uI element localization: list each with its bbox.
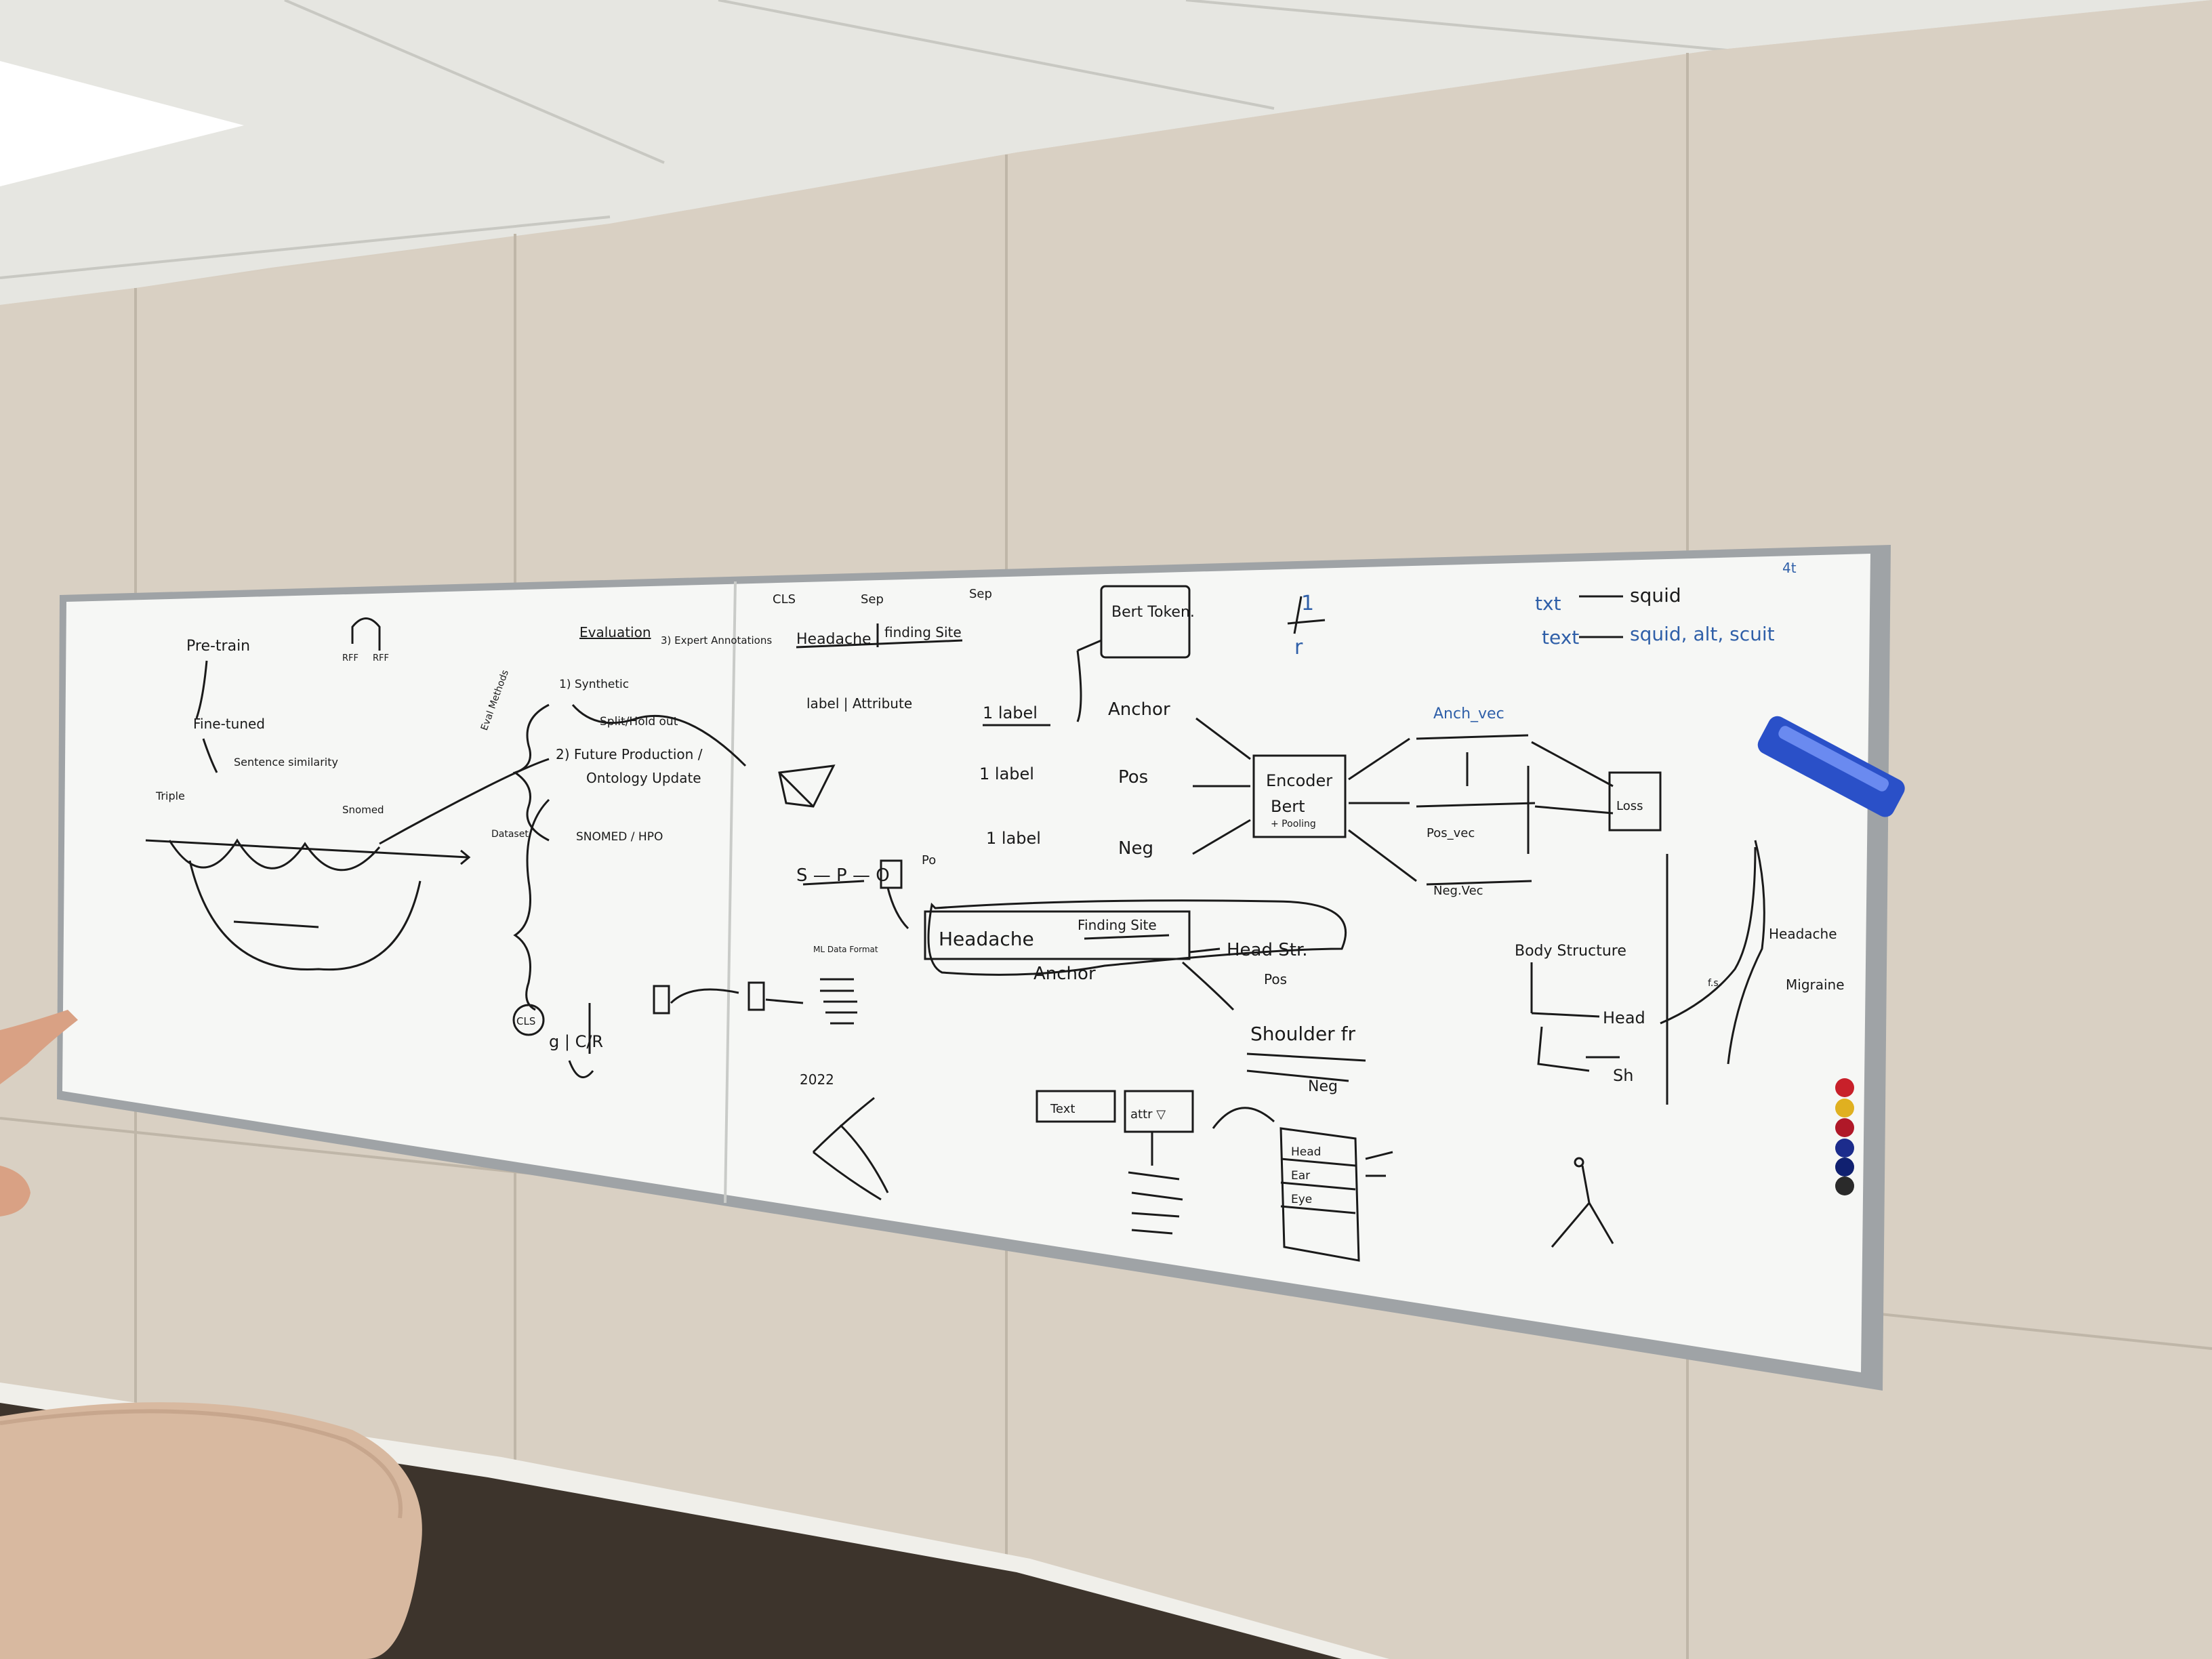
magnet-red <box>1835 1078 1854 1097</box>
evaluation-label: Evaluation <box>579 624 651 640</box>
snomed-hpo-label: SNOMED / HPO <box>576 830 663 844</box>
neg-small-label: Neg <box>1308 1078 1338 1095</box>
ceiling-light <box>0 61 244 186</box>
anch-vec-label: Anch_vec <box>1433 705 1504 722</box>
eraser-icon <box>1757 716 1905 817</box>
cls-row-label: g | C/R <box>549 1032 603 1051</box>
rff-label-b: RFF <box>373 653 389 663</box>
sep-label-2: Sep <box>969 587 992 601</box>
right-panel-text: CLS Sep Sep Headache finding Site label … <box>773 560 1845 1206</box>
synthetic-label: 1) Synthetic <box>559 678 629 691</box>
fine-tuned-label: Fine-tuned <box>193 716 265 732</box>
rff-label-a: RFF <box>342 653 359 663</box>
neg-vec-label: Neg.Vec <box>1433 884 1483 898</box>
head-short-label: Head <box>1603 1008 1645 1027</box>
spo-label: S — P — O <box>796 865 890 886</box>
left-panel-text: Pre-train RFF RFF Fine-tuned Sentence si… <box>155 624 878 1088</box>
sep-label-1: Sep <box>861 592 884 607</box>
fs-label: f.s <box>1708 978 1719 989</box>
label-row-2: 1 label <box>979 764 1034 783</box>
table-row-eye: Eye <box>1291 1193 1312 1206</box>
sentence-similarity-label: Sentence similarity <box>234 756 338 769</box>
magnet-blue <box>1835 1139 1854 1158</box>
pointing-hand <box>0 1010 78 1084</box>
pooling-label: + Pooling <box>1271 819 1316 830</box>
pos-vec-label: Pos_vec <box>1427 826 1475 840</box>
magnet-navy <box>1835 1158 1854 1176</box>
headache-label: Headache <box>796 631 872 648</box>
label-row-1: 1 label <box>983 703 1038 722</box>
ml-data-format-label: ML Data Format <box>813 945 878 954</box>
pretrain-label: Pre-train <box>186 638 250 655</box>
ottoman <box>0 1402 422 1659</box>
ontology-update-label: Ontology Update <box>586 770 701 786</box>
split-holdout-label: Split/Hold out <box>600 715 678 729</box>
bert-tokenizer-label: Bert Token. <box>1111 604 1195 621</box>
future-production-label: 2) Future Production / <box>556 746 703 762</box>
expert-annotations-label: 3) Expert Annotations <box>661 634 772 647</box>
cls-label: CLS <box>773 592 796 607</box>
anchor-label: Anchor <box>1108 699 1170 720</box>
text-label: text <box>1542 626 1579 649</box>
pos-small-label: Pos <box>1264 971 1287 987</box>
encoder-label: Encoder <box>1266 771 1332 790</box>
txt-label: txt <box>1535 592 1561 615</box>
dataset-label: Dataset <box>491 829 529 840</box>
left-panel-drawings <box>145 617 889 1201</box>
shoulder-label: Shoulder fr <box>1250 1023 1355 1045</box>
anchor-below-label: Anchor <box>1033 964 1096 984</box>
ceiling <box>0 0 2212 305</box>
headache-right-label: Headache <box>1769 926 1837 942</box>
sh-short-label: Sh <box>1613 1066 1633 1085</box>
snomed-top-label: Snomed <box>342 804 384 816</box>
table-row-ear: Ear <box>1291 1169 1310 1183</box>
hand-lower <box>0 1166 30 1216</box>
year-label: 2022 <box>800 1071 834 1088</box>
fraction-numerator: 1 <box>1301 592 1314 615</box>
finding-site-box-label: Finding Site <box>1078 917 1157 933</box>
loss-label: Loss <box>1616 799 1643 813</box>
whiteboard-seam <box>724 581 737 1204</box>
body-structure-label: Body Structure <box>1515 943 1626 960</box>
headache-box-label: Headache <box>939 928 1034 950</box>
magnet-red-2 <box>1835 1118 1854 1137</box>
corner-note-label: 4t <box>1782 560 1797 576</box>
fraction-denominator: r <box>1294 636 1303 659</box>
cls-circle-label: CLS <box>516 1015 535 1027</box>
right-panel-drawings <box>796 585 1765 1262</box>
migraine-label: Migraine <box>1786 977 1845 993</box>
finding-site-label: finding Site <box>884 624 962 640</box>
squid-label: squid <box>1630 584 1681 607</box>
label-row-3: 1 label <box>986 829 1041 848</box>
attr-box-label: attr ▽ <box>1130 1107 1166 1122</box>
head-str-label: Head Str. <box>1227 940 1308 960</box>
neg-label: Neg <box>1118 838 1153 859</box>
magnet-black <box>1835 1176 1854 1195</box>
magnet-yellow <box>1835 1099 1854 1118</box>
triple-label: Triple <box>155 790 185 802</box>
bert-label: Bert <box>1271 797 1305 816</box>
magnets <box>1835 1078 1854 1195</box>
text-box-label: Text <box>1050 1102 1075 1116</box>
label-attribute-label: label | Attribute <box>806 695 912 712</box>
squid-alt-label: squid, alt, scuit <box>1630 623 1775 645</box>
po-label: Po <box>922 853 936 867</box>
ottoman-top <box>0 1409 403 1519</box>
table-row-head: Head <box>1291 1145 1321 1159</box>
pos-label: Pos <box>1118 767 1148 787</box>
whiteboard-surface <box>62 554 1870 1372</box>
